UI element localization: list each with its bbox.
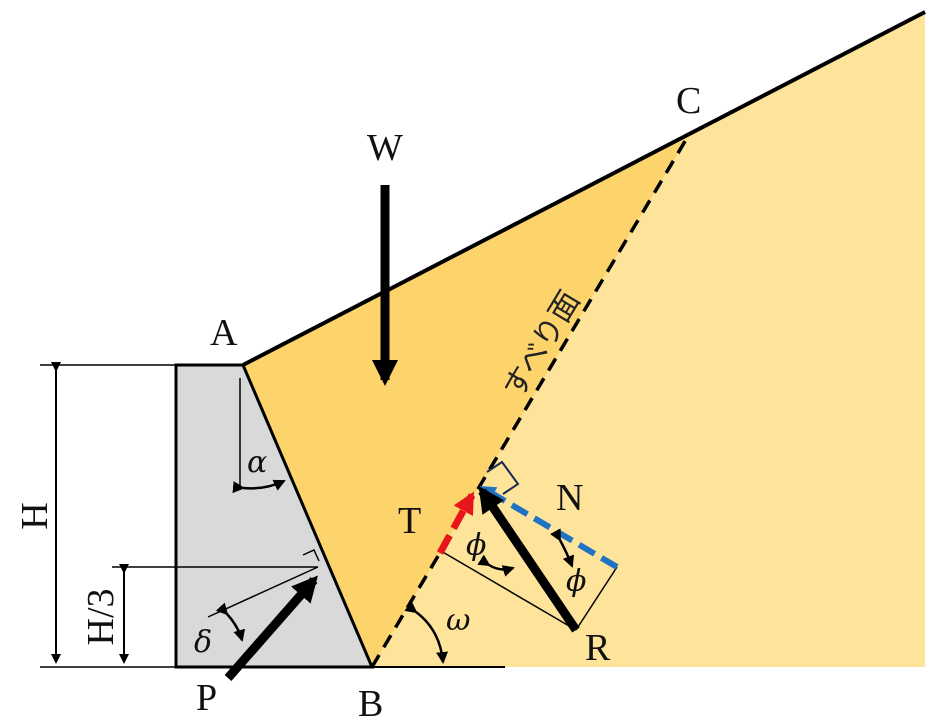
phi-label-left: ϕ [466, 528, 486, 563]
height-label: H [14, 502, 56, 529]
slip-surface-line [370, 137, 689, 668]
ground-surface-line [242, 10, 926, 367]
force-triangle-side [440, 550, 577, 631]
sliding-wedge [243, 138, 687, 667]
third-height-label: H/3 [80, 589, 122, 646]
force-label-p: P [196, 677, 217, 719]
omega-label: ω [446, 603, 470, 638]
alpha-arc [232, 479, 286, 494]
shear-force-t [436, 491, 476, 555]
point-label-a: A [210, 312, 238, 354]
delta-label: δ [194, 625, 212, 660]
slip-right-angle-mark [486, 460, 520, 495]
phi-arc-left [477, 554, 515, 577]
point-label-c: C [676, 80, 701, 122]
force-triangle-normal-side [575, 566, 618, 631]
earth-pressure-force-p [224, 575, 318, 681]
force-label-w: W [367, 127, 403, 169]
force-label-n: N [556, 477, 583, 519]
wall-normal-right-angle [302, 549, 320, 562]
phi-label-right: ϕ [566, 564, 586, 599]
omega-arc [404, 601, 449, 664]
alpha-label: α [247, 445, 267, 480]
point-label-b: B [358, 683, 383, 725]
force-label-t: T [398, 500, 421, 542]
phi-arc-right [549, 528, 575, 568]
force-label-r: R [585, 627, 611, 669]
delta-arc [215, 602, 246, 642]
resultant-force-r [478, 486, 580, 633]
